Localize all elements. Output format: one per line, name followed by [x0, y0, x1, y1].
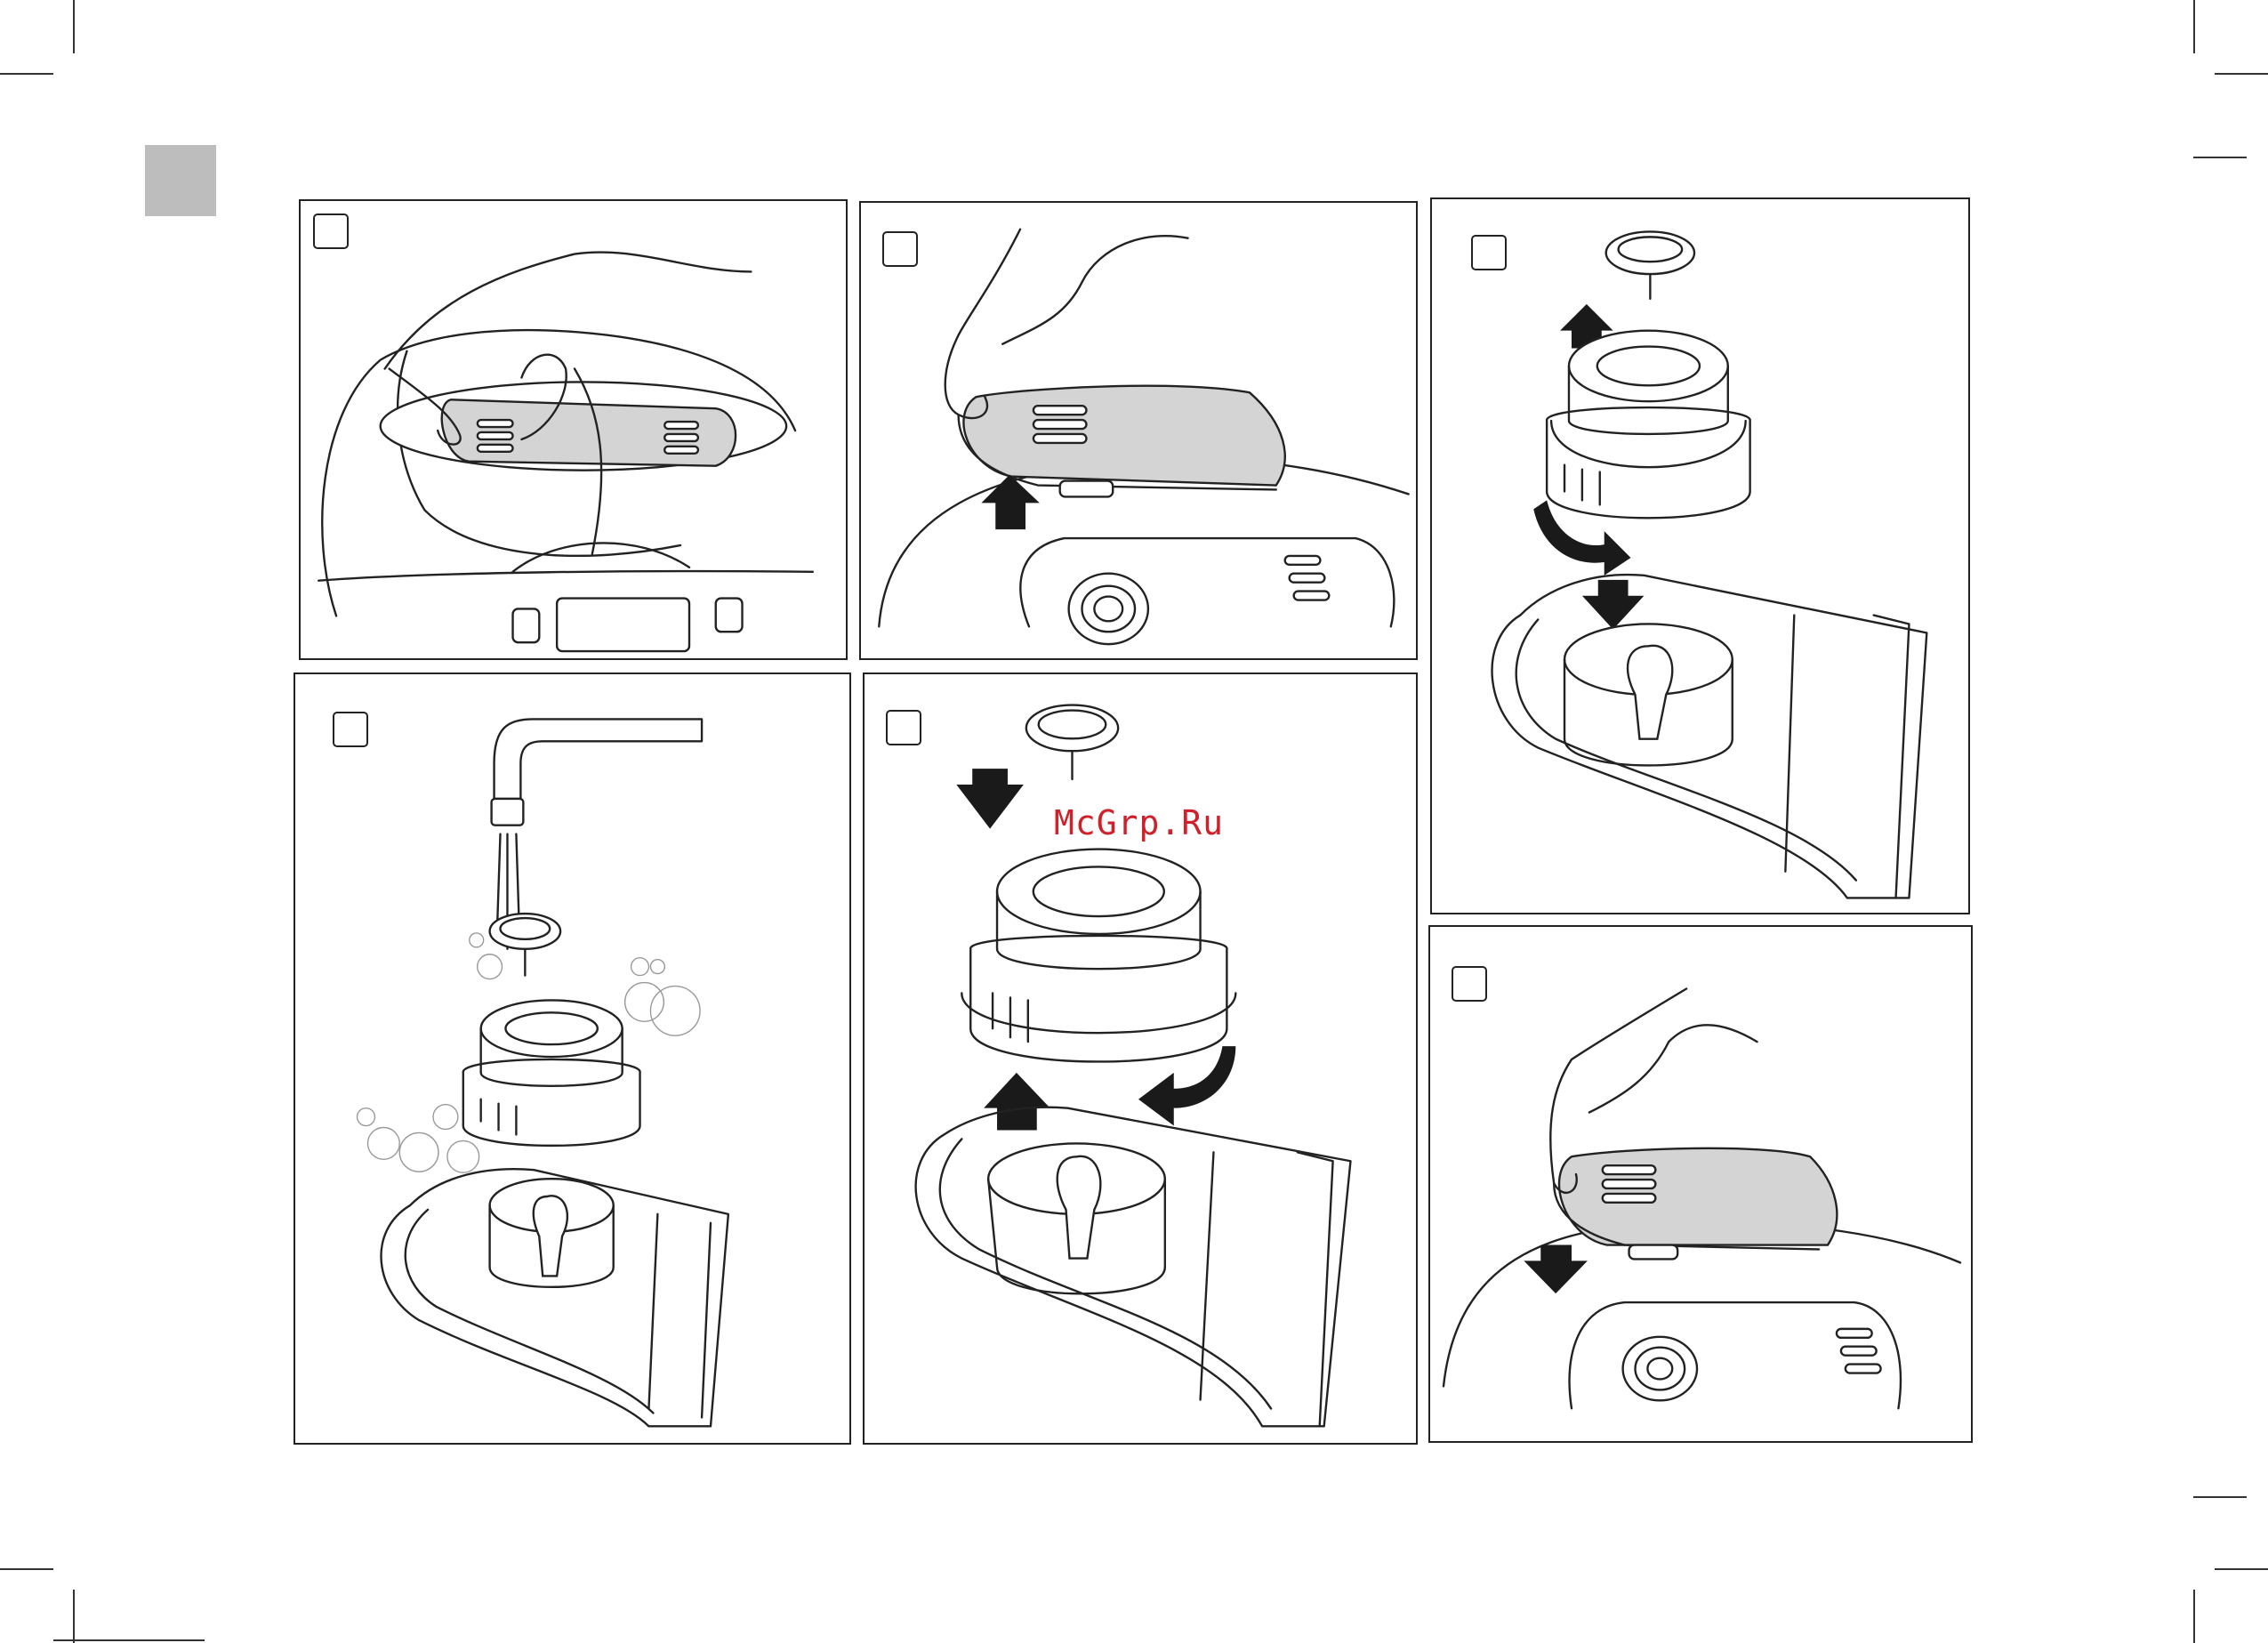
step-panel-4 [294, 673, 851, 1445]
step-number-box [886, 710, 921, 745]
step-panel-3 [1430, 197, 1970, 914]
step-number-box [1471, 235, 1507, 270]
step-panel-5: McGrp.Ru [863, 673, 1418, 1445]
step-panel-1 [299, 199, 848, 660]
down-arrow-icon [1524, 1245, 1588, 1294]
illustration-wash-parts [295, 674, 849, 1443]
crop-mark [2215, 73, 2268, 75]
crop-mark [73, 1590, 75, 1643]
step-number-box [333, 712, 368, 747]
illustration-disassemble-valve [1432, 199, 1968, 913]
step-number-box [313, 213, 349, 249]
crop-mark [53, 1639, 205, 1641]
crop-mark [2193, 1496, 2247, 1498]
crop-mark [2193, 0, 2195, 53]
illustration-lift-cover [861, 203, 1416, 658]
illustration-remove-cover [301, 201, 846, 658]
crop-mark [2193, 157, 2247, 158]
step-number-box [1452, 966, 1487, 1002]
crop-mark [0, 1568, 53, 1570]
up-arrow-icon [984, 1073, 1050, 1131]
watermark-text: McGrp.Ru [1054, 803, 1224, 842]
illustration-reassemble-valve [865, 674, 1416, 1443]
down-arrow-icon [956, 769, 1024, 829]
crop-mark [2215, 1568, 2268, 1570]
crop-mark [0, 73, 53, 75]
crop-mark [2193, 1590, 2195, 1643]
down-arrow-icon [1582, 580, 1645, 630]
section-tab [145, 145, 216, 216]
step-number-box [882, 231, 918, 267]
illustration-refit-cover [1430, 927, 1971, 1441]
step-panel-2 [859, 201, 1418, 660]
step-panel-6 [1428, 925, 1973, 1443]
crop-mark [73, 0, 75, 53]
